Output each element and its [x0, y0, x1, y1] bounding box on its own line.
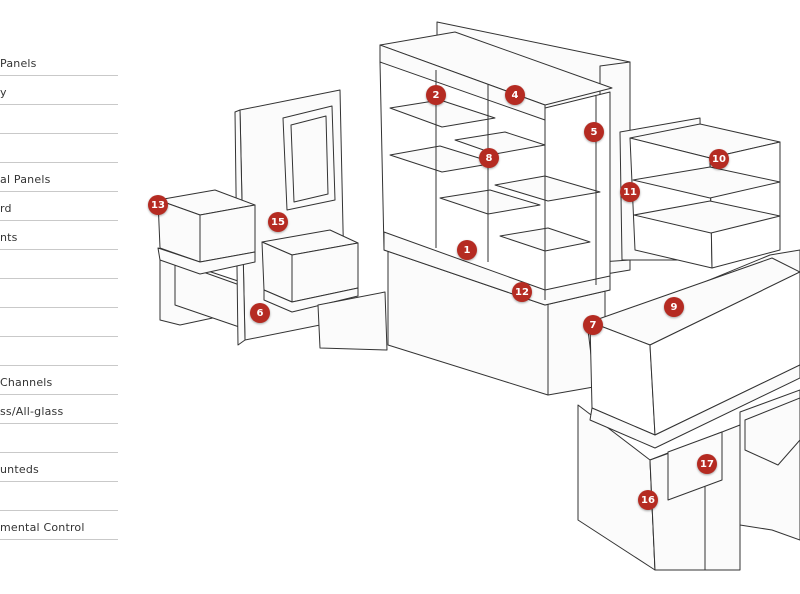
- legend-label: al Panels: [0, 173, 51, 186]
- callout-badge-4[interactable]: 4: [505, 85, 525, 105]
- callout-badge-8[interactable]: 8: [479, 148, 499, 168]
- legend-row: y: [0, 77, 118, 105]
- counter-drawer: [744, 397, 800, 466]
- callout-badge-10[interactable]: 10: [709, 149, 729, 169]
- legend-row: Panels: [0, 48, 118, 76]
- legend-row: ss/All-glass: [0, 396, 118, 424]
- legend-row: Channels: [0, 367, 118, 395]
- callout-badge-13[interactable]: 13: [148, 195, 168, 215]
- callout-badge-15[interactable]: 15: [268, 212, 288, 232]
- legend-label: Channels: [0, 376, 53, 389]
- callout-badge-12[interactable]: 12: [512, 282, 532, 302]
- legend-label: rd: [0, 202, 12, 215]
- counter-case-side: [649, 271, 800, 436]
- legend-row: [0, 251, 118, 279]
- callout-badge-6[interactable]: 6: [250, 303, 270, 323]
- legend-row: nts: [0, 222, 118, 250]
- left-mirror-inner: [290, 115, 329, 203]
- legend-row: [0, 425, 118, 453]
- callout-badge-11[interactable]: 11: [620, 182, 640, 202]
- legend-label: y: [0, 86, 7, 99]
- callout-badge-1[interactable]: 1: [457, 240, 477, 260]
- callout-badge-9[interactable]: 9: [664, 297, 684, 317]
- legend-row: [0, 135, 118, 163]
- center-shelf-upper: [389, 99, 496, 128]
- callout-badge-16[interactable]: 16: [638, 490, 658, 510]
- legend-label: unteds: [0, 463, 39, 476]
- center-shelf-low: [439, 189, 541, 215]
- legend-row: [0, 106, 118, 134]
- cube-shelf-1: [632, 166, 781, 199]
- callout-badge-7[interactable]: 7: [583, 315, 603, 335]
- center-shelf-right-mid: [494, 175, 601, 202]
- legend-label: Panels: [0, 57, 37, 70]
- legend-label: nts: [0, 231, 18, 244]
- legend-label: ss/All-glass: [0, 405, 64, 418]
- legend-label: mental Control: [0, 521, 85, 534]
- case-13-base: [157, 247, 256, 275]
- counter-ledge: [589, 364, 800, 449]
- callout-badge-17[interactable]: 17: [697, 454, 717, 474]
- legend-row: unteds: [0, 454, 118, 482]
- legend-row: rd: [0, 193, 118, 221]
- legend-row: al Panels: [0, 164, 118, 192]
- cube-shelf-2: [633, 200, 781, 234]
- legend-row: mental Control: [0, 512, 118, 540]
- callout-badge-5[interactable]: 5: [584, 122, 604, 142]
- callout-badge-2[interactable]: 2: [426, 85, 446, 105]
- case-15-base: [263, 287, 359, 313]
- legend-row: [0, 483, 118, 511]
- left-connector-panel: [317, 291, 388, 351]
- legend-row: [0, 280, 118, 308]
- legend-row: [0, 338, 118, 366]
- legend-row: [0, 309, 118, 337]
- counter-door-panel: [667, 431, 723, 501]
